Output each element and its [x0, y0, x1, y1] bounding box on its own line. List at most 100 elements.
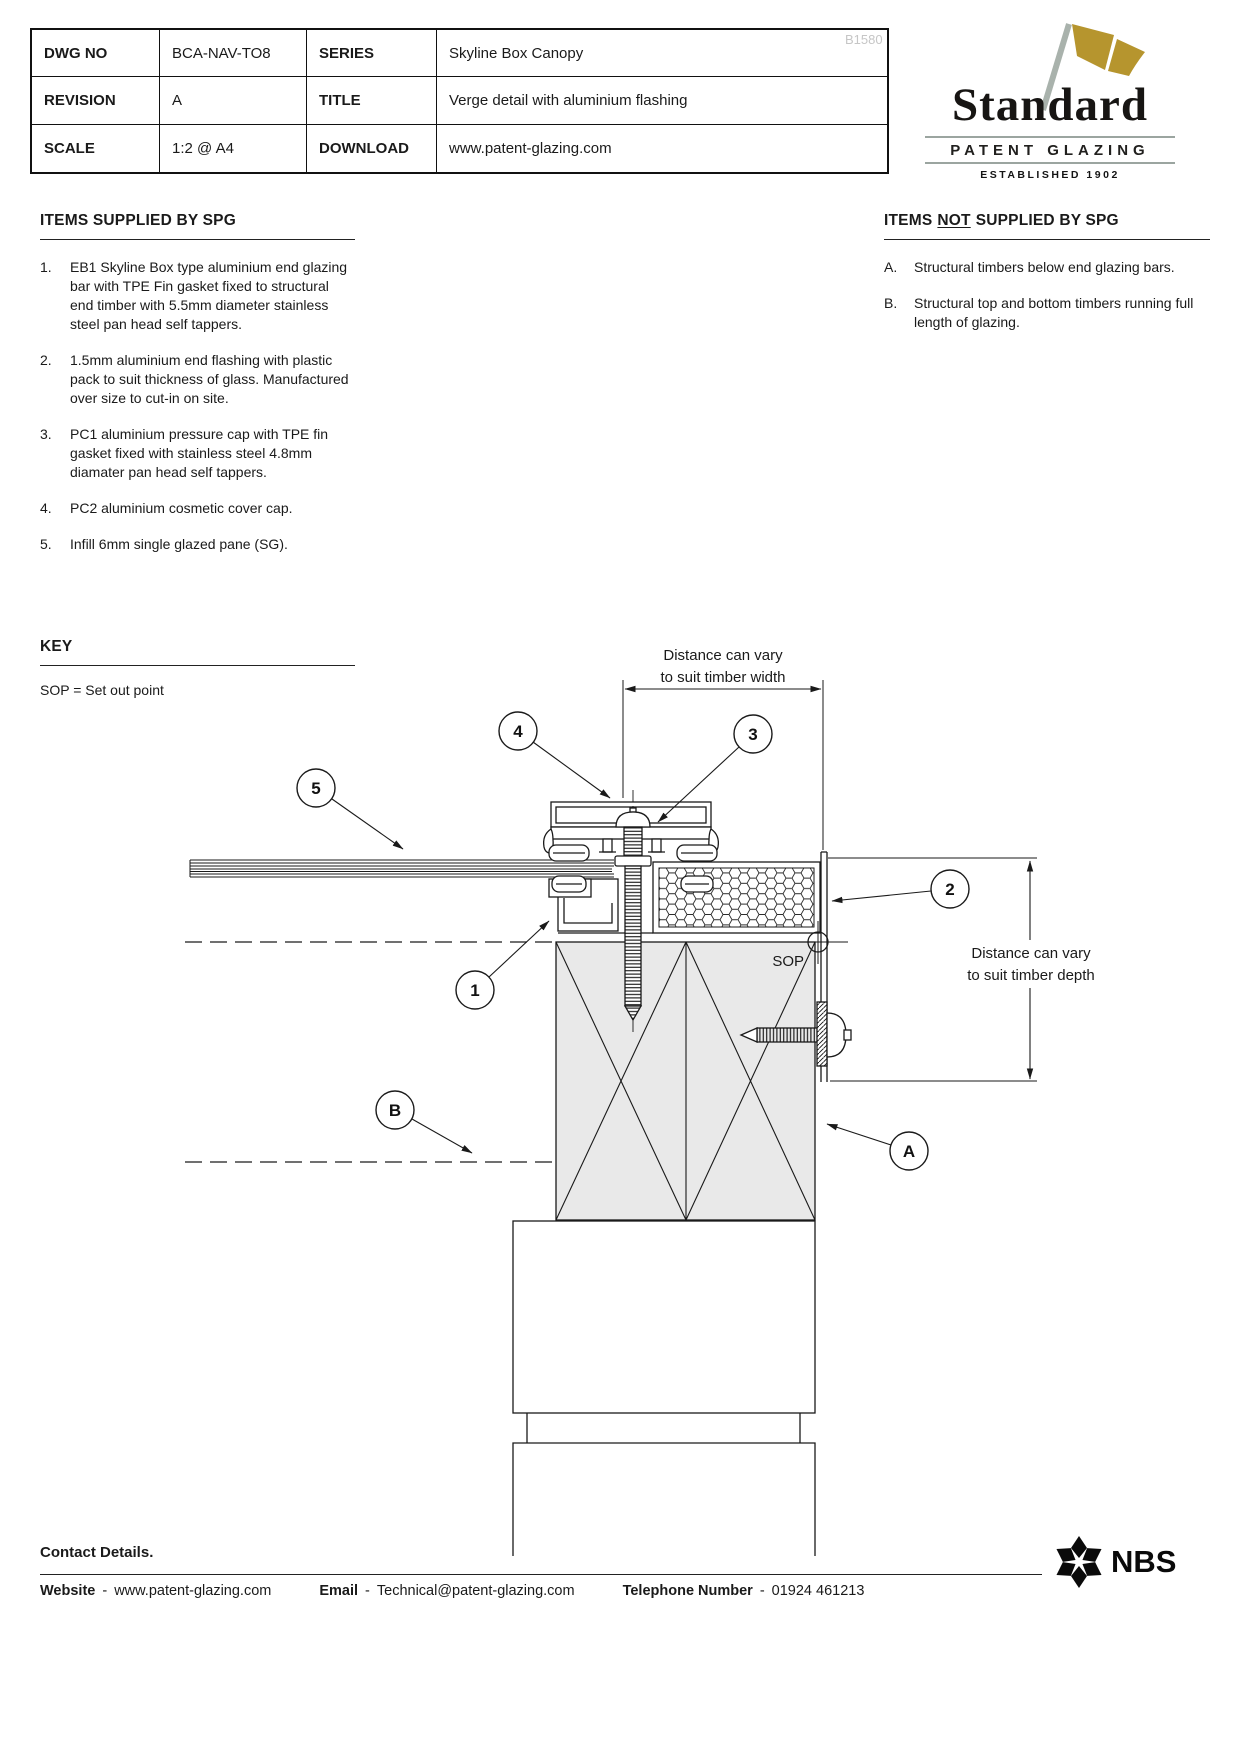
balloon-1 [455, 970, 495, 1010]
dim-depth-text-2: to suit timber depth [967, 967, 1095, 984]
key-section: KEY SOP = Set out point [40, 638, 355, 698]
balloon-A-label: A [903, 1142, 915, 1161]
item-text: 1.5mm aluminium end flashing with plasti… [70, 352, 349, 406]
supplied-item-1: 1. EB1 Skyline Box type aluminium end gl… [40, 258, 355, 334]
website-link[interactable]: www.patent-glazing.com [114, 1583, 272, 1599]
website-label: Website [40, 1583, 96, 1599]
logo-subtitle: PATENT GLAZING [925, 136, 1175, 164]
items-supplied-title: ITEMS SUPPLIED BY SPG [40, 212, 236, 229]
set-out-point-marker [797, 921, 848, 964]
vertical-screw [614, 790, 652, 1035]
item-text: PC1 aluminium pressure cap with TPE fin … [70, 426, 329, 480]
nbs-logo: NBS [1053, 1534, 1176, 1590]
title-not: NOT [937, 212, 971, 229]
balloon-B [375, 1090, 415, 1130]
depth-dimension [828, 857, 1037, 1082]
item-text: Structural top and bottom timbers runnin… [914, 295, 1194, 330]
title-block: DWG NO BCA-NAV-TO8 SERIES Skyline Box Ca… [30, 28, 889, 174]
item-number: 5. [40, 536, 52, 552]
structural-timber-lower [512, 1220, 816, 1556]
separator: - [102, 1583, 108, 1599]
rule [40, 665, 355, 666]
separator: - [365, 1583, 370, 1599]
dim-depth-text-1: Distance can vary [971, 945, 1091, 962]
balloon-A [889, 1131, 929, 1171]
balloon-5-label: 5 [311, 779, 320, 798]
nbs-star-icon [1056, 1536, 1102, 1588]
balloon-4 [498, 711, 538, 751]
balloon-3 [733, 714, 773, 754]
item-number: B. [884, 295, 898, 311]
revision-value: A [160, 77, 307, 125]
supplied-item-5: 5. Infill 6mm single glazed pane (SG). [40, 535, 355, 554]
width-dimension [622, 680, 824, 850]
item-text: Infill 6mm single glazed pane (SG). [70, 536, 288, 552]
supplied-item-3: 3. PC1 aluminium pressure cap with TPE f… [40, 425, 355, 482]
item-number: 2. [40, 352, 52, 368]
email-segment: Email - Technical@patent-glazing.com [319, 1583, 574, 1599]
logo-flag-icon [1040, 23, 1145, 111]
dwg-no-label: DWG NO [32, 30, 160, 78]
insulation-block [652, 861, 821, 934]
supplied-item-4: 4. PC2 aluminium cosmetic cover cap. [40, 499, 355, 518]
rule [40, 239, 355, 240]
glass-pane [189, 859, 614, 878]
title-value: Verge detail with aluminium flashing [437, 77, 887, 125]
item-number: A. [884, 259, 898, 275]
item-number: 4. [40, 500, 52, 516]
nbs-text: NBS [1111, 1544, 1177, 1579]
logo-established: ESTABLISHED 1902 [980, 169, 1120, 181]
rule [884, 239, 1210, 240]
download-label: DOWNLOAD [307, 124, 437, 172]
not-supplied-item-b: B. Structural top and bottom timbers run… [884, 294, 1210, 332]
balloon-leaders [331, 741, 932, 1154]
key-title: KEY [40, 638, 73, 655]
structural-timber-block [555, 941, 816, 1221]
company-logo: Standard PATENT GLAZING ESTABLISHED 1902 [925, 18, 1175, 181]
revision-label: REVISION [32, 77, 160, 125]
supplied-item-2: 2. 1.5mm aluminium end flashing with pla… [40, 351, 355, 408]
item-number: 1. [40, 259, 52, 275]
scale-value: 1:2 @ A4 [160, 124, 307, 172]
phone-value: 01924 461213 [771, 1583, 865, 1599]
gaskets [548, 844, 718, 893]
balloon-1-label: 1 [470, 981, 479, 1000]
balloon-2-label: 2 [945, 880, 954, 899]
title-prefix: ITEMS [884, 212, 933, 229]
item-text: EB1 Skyline Box type aluminium end glazi… [70, 259, 348, 332]
items-supplied-section: ITEMS SUPPLIED BY SPG 1. EB1 Skyline Box… [40, 212, 355, 571]
dim-width-text-1: Distance can vary [663, 647, 783, 664]
series-label: SERIES [307, 30, 437, 78]
contact-details-title: Contact Details. [40, 1544, 154, 1561]
email-label: Email [319, 1583, 359, 1599]
series-value: Skyline Box Canopy [437, 30, 887, 78]
sop-label: SOP [772, 953, 804, 970]
dwg-no-value: BCA-NAV-TO8 [160, 30, 307, 78]
phone-segment: Telephone Number - 01924 461213 [623, 1583, 865, 1599]
title-label: TITLE [307, 77, 437, 125]
title-suffix: SUPPLIED BY SPG [975, 212, 1119, 229]
not-supplied-item-a: A. Structural timbers below end glazing … [884, 258, 1210, 277]
balloon-B-label: B [389, 1101, 401, 1120]
logo-name: Standard [951, 79, 1149, 131]
email-link[interactable]: Technical@patent-glazing.com [376, 1583, 575, 1599]
scale-label: SCALE [32, 124, 160, 172]
footer-rule [40, 1574, 1042, 1575]
separator: - [759, 1583, 765, 1599]
balloons [296, 711, 970, 1171]
website-segment: Website - www.patent-glazing.com [40, 1583, 271, 1599]
balloon-4-label: 4 [513, 722, 523, 741]
item-text: Structural timbers below end glazing bar… [914, 259, 1175, 275]
balloon-5 [296, 768, 336, 808]
footer-contact-line: Website - www.patent-glazing.com Email -… [40, 1583, 864, 1599]
balloon-2 [930, 869, 970, 909]
download-url[interactable]: www.patent-glazing.com [449, 139, 612, 157]
horizontal-screw [739, 1001, 852, 1067]
sheet-number-watermark: B1580 [845, 32, 883, 47]
item-text: PC2 aluminium cosmetic cover cap. [70, 500, 293, 516]
item-number: 3. [40, 426, 52, 442]
balloon-3-label: 3 [748, 725, 757, 744]
